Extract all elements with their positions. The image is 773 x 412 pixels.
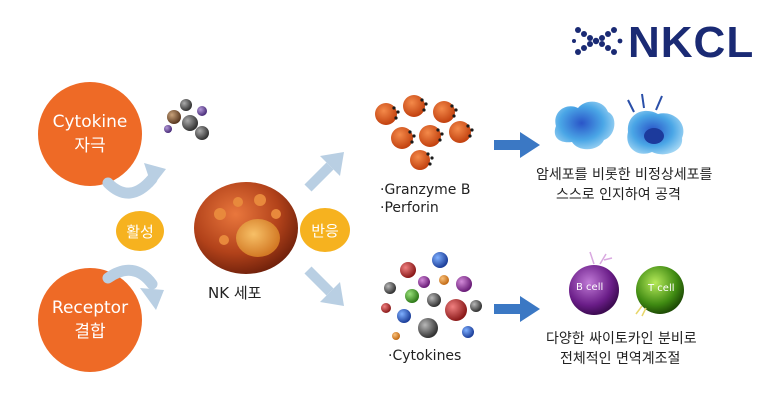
t-cell-icon — [635, 266, 684, 317]
cytokine-stimulus-line2: 자극 — [74, 136, 106, 156]
reaction-badge: 반응 — [300, 208, 350, 252]
b-cell-icon — [569, 251, 619, 315]
blue-arrow-top-icon — [494, 132, 540, 158]
granzyme-label: ·Granzyme B — [380, 182, 471, 198]
curved-arrow-down-icon — [102, 264, 164, 310]
cytokine-stimulus-line1: Cytokine — [52, 112, 128, 132]
arrow-up-right-icon — [304, 152, 344, 192]
immune-result-line1: 다양한 싸이토카인 분비로 — [546, 331, 697, 347]
cytokine-stimulus-circle: Cytokine 자극 — [38, 82, 142, 186]
curved-arrow-up-icon — [102, 163, 166, 199]
cytokines-cluster-icon — [381, 252, 482, 340]
cytokines-label: ·Cytokines — [388, 348, 462, 364]
cancer-cells-icon — [554, 93, 684, 155]
logo-text: NKCL — [628, 18, 755, 67]
blue-arrow-bottom-icon — [494, 296, 540, 322]
cancer-result-line1: 암세포를 비롯한 비정상세포를 — [536, 167, 713, 183]
receptor-binding-line1: Receptor — [51, 298, 129, 318]
b-cell-label: B cell — [576, 282, 604, 293]
t-cell-label: T cell — [648, 283, 675, 294]
receptor-binding-line2: 결합 — [74, 322, 106, 342]
nk-cell-label: NK 세포 — [208, 284, 262, 302]
cancer-result-line2: 스스로 인지하여 공격 — [556, 187, 681, 203]
immune-result-line2: 전체적인 면역계조절 — [560, 351, 681, 367]
granzyme-granules-icon — [375, 95, 474, 170]
arrow-down-right-icon — [304, 266, 344, 306]
receptor-binding-circle: Receptor 결합 — [38, 268, 142, 372]
nk-cell-icon — [194, 182, 298, 274]
nkcl-logo-icon — [572, 27, 623, 55]
activation-badge: 활성 — [116, 211, 164, 251]
cytokine-spheres-icon — [164, 99, 209, 140]
perforin-label: ·Perforin — [380, 200, 439, 216]
